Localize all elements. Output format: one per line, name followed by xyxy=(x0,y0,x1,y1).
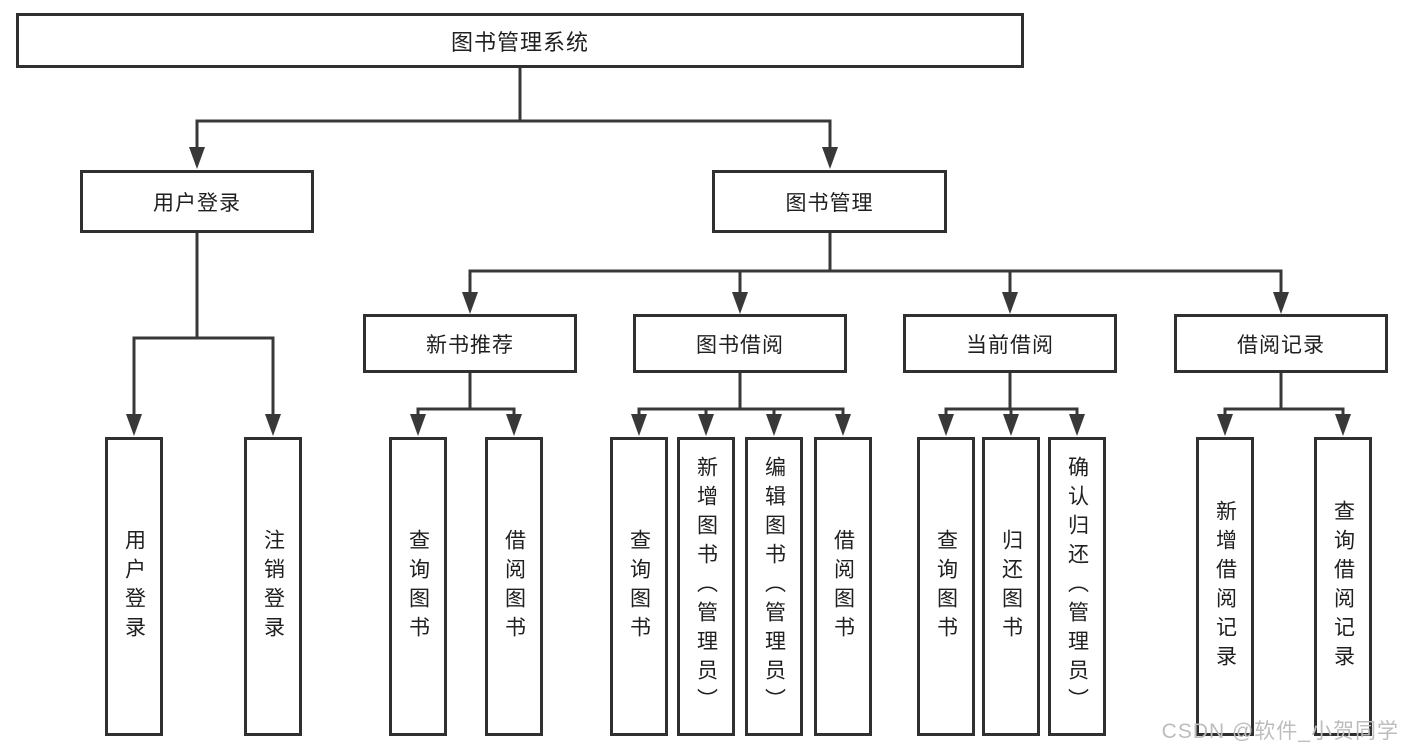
node-label: 用户登录 xyxy=(122,528,146,645)
node-library-system: 图书管理系统 xyxy=(16,13,1024,68)
node-leaf-query-books-recommend: 查询图书 xyxy=(389,437,447,736)
node-leaf-query-books-current: 查询图书 xyxy=(917,437,975,736)
node-leaf-borrow-books: 借阅图书 xyxy=(814,437,872,736)
node-label: 借阅图书 xyxy=(502,528,526,645)
node-label: 归还图书 xyxy=(999,528,1023,645)
node-leaf-add-book-admin: 新增图书（管理员） xyxy=(677,437,735,736)
node-label: 新书推荐 xyxy=(426,333,514,357)
node-label: 新增图书（管理员） xyxy=(694,456,718,717)
node-leaf-edit-book-admin: 编辑图书（管理员） xyxy=(745,437,803,736)
node-label: 图书借阅 xyxy=(696,333,784,357)
node-leaf-borrow-books-recommend: 借阅图书 xyxy=(485,437,543,736)
node-leaf-user-login: 用户登录 xyxy=(105,437,163,736)
node-new-book-recommend: 新书推荐 xyxy=(363,314,577,373)
node-leaf-query-borrow-record: 查询借阅记录 xyxy=(1314,437,1372,736)
node-label: 查询借阅记录 xyxy=(1331,499,1355,674)
node-leaf-add-borrow-record: 新增借阅记录 xyxy=(1196,437,1254,736)
node-leaf-logout: 注销登录 xyxy=(244,437,302,736)
node-label: 新增借阅记录 xyxy=(1213,499,1237,674)
node-label: 图书管理系统 xyxy=(450,29,589,55)
node-label: 注销登录 xyxy=(261,528,285,645)
node-label: 确认归还（管理员） xyxy=(1065,456,1089,717)
node-current-borrow: 当前借阅 xyxy=(903,314,1117,373)
node-label: 当前借阅 xyxy=(966,333,1054,357)
node-leaf-query-books-borrow: 查询图书 xyxy=(610,437,668,736)
node-label: 用户登录 xyxy=(153,191,241,215)
node-user-login: 用户登录 xyxy=(80,170,314,233)
node-label: 借阅记录 xyxy=(1237,333,1325,357)
node-leaf-return-book: 归还图书 xyxy=(982,437,1040,736)
node-borrow-records: 借阅记录 xyxy=(1174,314,1388,373)
node-label: 借阅图书 xyxy=(831,528,855,645)
node-leaf-confirm-return-admin: 确认归还（管理员） xyxy=(1048,437,1106,736)
node-book-borrow: 图书借阅 xyxy=(633,314,847,373)
node-label: 编辑图书（管理员） xyxy=(762,456,786,717)
node-label: 查询图书 xyxy=(627,528,651,645)
node-label: 查询图书 xyxy=(406,528,430,645)
node-label: 图书管理 xyxy=(785,191,874,215)
node-label: 查询图书 xyxy=(934,528,958,645)
watermark: CSDN @软件_小贺同学 xyxy=(1161,720,1399,743)
node-book-management: 图书管理 xyxy=(712,170,947,233)
